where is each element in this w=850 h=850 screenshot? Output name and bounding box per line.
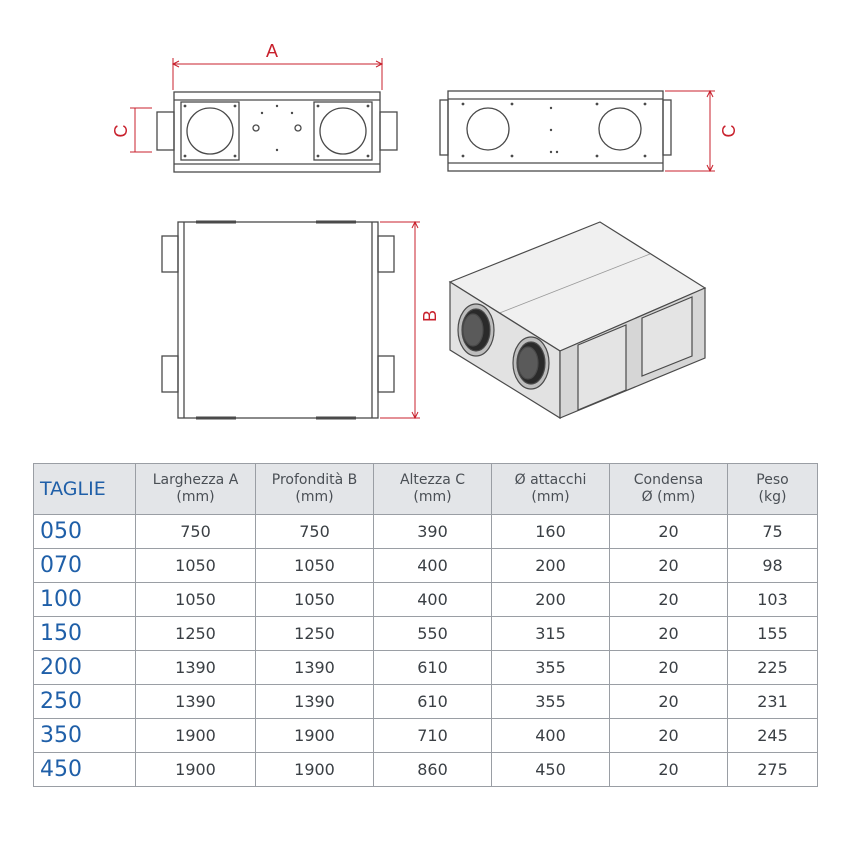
cell-larghezza: 750 bbox=[135, 514, 256, 549]
header-profondita: Profondità B (mm) bbox=[255, 463, 374, 515]
top-view: B bbox=[161, 220, 440, 420]
dimension-a-label: A bbox=[266, 41, 278, 61]
header-altezza: Altezza C (mm) bbox=[373, 463, 492, 515]
cell-altezza: 400 bbox=[373, 548, 492, 583]
cell-size: 350 bbox=[33, 718, 136, 753]
cell-condensa: 20 bbox=[609, 752, 728, 787]
cell-peso: 103 bbox=[727, 582, 818, 617]
technical-drawings: A C bbox=[111, 41, 739, 420]
header-condensa: Condensa Ø (mm) bbox=[609, 463, 728, 515]
dimension-c-right-label: C bbox=[719, 125, 739, 138]
cell-condensa: 20 bbox=[609, 718, 728, 753]
cell-profondita: 1390 bbox=[255, 650, 374, 685]
cell-peso: 231 bbox=[727, 684, 818, 719]
cell-larghezza: 1390 bbox=[135, 650, 256, 685]
cell-attacchi: 200 bbox=[491, 582, 610, 617]
cell-size: 450 bbox=[33, 752, 136, 787]
cell-condensa: 20 bbox=[609, 514, 728, 549]
cell-peso: 75 bbox=[727, 514, 818, 549]
cell-attacchi: 160 bbox=[491, 514, 610, 549]
cell-altezza: 610 bbox=[373, 650, 492, 685]
side-view: C bbox=[439, 89, 739, 173]
iso-port-left bbox=[457, 303, 495, 357]
cell-size: 100 bbox=[33, 582, 136, 617]
cell-larghezza: 1900 bbox=[135, 718, 256, 753]
cell-altezza: 610 bbox=[373, 684, 492, 719]
dimension-a bbox=[171, 58, 384, 90]
cell-altezza: 390 bbox=[373, 514, 492, 549]
front-view: A C bbox=[111, 41, 398, 173]
cell-condensa: 20 bbox=[609, 684, 728, 719]
cell-profondita: 1390 bbox=[255, 684, 374, 719]
cell-size: 050 bbox=[33, 514, 136, 549]
cell-profondita: 1900 bbox=[255, 752, 374, 787]
header-larghezza: Larghezza A (mm) bbox=[135, 463, 256, 515]
cell-larghezza: 1900 bbox=[135, 752, 256, 787]
cell-size: 150 bbox=[33, 616, 136, 651]
table-header-row: TAGLIE Larghezza A (mm) Profondità B (mm… bbox=[33, 463, 818, 515]
cell-condensa: 20 bbox=[609, 650, 728, 685]
cell-profondita: 750 bbox=[255, 514, 374, 549]
dimension-c-left-label: C bbox=[111, 125, 131, 138]
cell-peso: 155 bbox=[727, 616, 818, 651]
cell-profondita: 1900 bbox=[255, 718, 374, 753]
cell-size: 200 bbox=[33, 650, 136, 685]
cell-peso: 275 bbox=[727, 752, 818, 787]
header-taglie: TAGLIE bbox=[33, 463, 136, 515]
cell-altezza: 550 bbox=[373, 616, 492, 651]
cell-peso: 98 bbox=[727, 548, 818, 583]
dimension-c-right bbox=[665, 89, 715, 173]
cell-profondita: 1050 bbox=[255, 582, 374, 617]
cell-attacchi: 400 bbox=[491, 718, 610, 753]
header-attacchi: Ø attacchi (mm) bbox=[491, 463, 610, 515]
cell-larghezza: 1250 bbox=[135, 616, 256, 651]
specification-table: TAGLIE Larghezza A (mm) Profondità B (mm… bbox=[33, 463, 818, 787]
cell-larghezza: 1050 bbox=[135, 582, 256, 617]
cell-larghezza: 1390 bbox=[135, 684, 256, 719]
iso-port-right bbox=[512, 336, 550, 390]
cell-attacchi: 355 bbox=[491, 650, 610, 685]
cell-size: 070 bbox=[33, 548, 136, 583]
cell-attacchi: 200 bbox=[491, 548, 610, 583]
cell-condensa: 20 bbox=[609, 548, 728, 583]
cell-size: 250 bbox=[33, 684, 136, 719]
cell-peso: 225 bbox=[727, 650, 818, 685]
cell-condensa: 20 bbox=[609, 616, 728, 651]
cell-condensa: 20 bbox=[609, 582, 728, 617]
cell-profondita: 1250 bbox=[255, 616, 374, 651]
isometric-view bbox=[448, 221, 707, 420]
cell-larghezza: 1050 bbox=[135, 548, 256, 583]
cell-altezza: 710 bbox=[373, 718, 492, 753]
cell-attacchi: 315 bbox=[491, 616, 610, 651]
dimension-b-label: B bbox=[420, 310, 440, 322]
header-peso: Peso (kg) bbox=[727, 463, 818, 515]
cell-altezza: 860 bbox=[373, 752, 492, 787]
cell-attacchi: 355 bbox=[491, 684, 610, 719]
dimension-c-left bbox=[130, 107, 152, 153]
cell-altezza: 400 bbox=[373, 582, 492, 617]
cell-attacchi: 450 bbox=[491, 752, 610, 787]
cell-peso: 245 bbox=[727, 718, 818, 753]
dimension-b bbox=[380, 220, 420, 420]
cell-profondita: 1050 bbox=[255, 548, 374, 583]
